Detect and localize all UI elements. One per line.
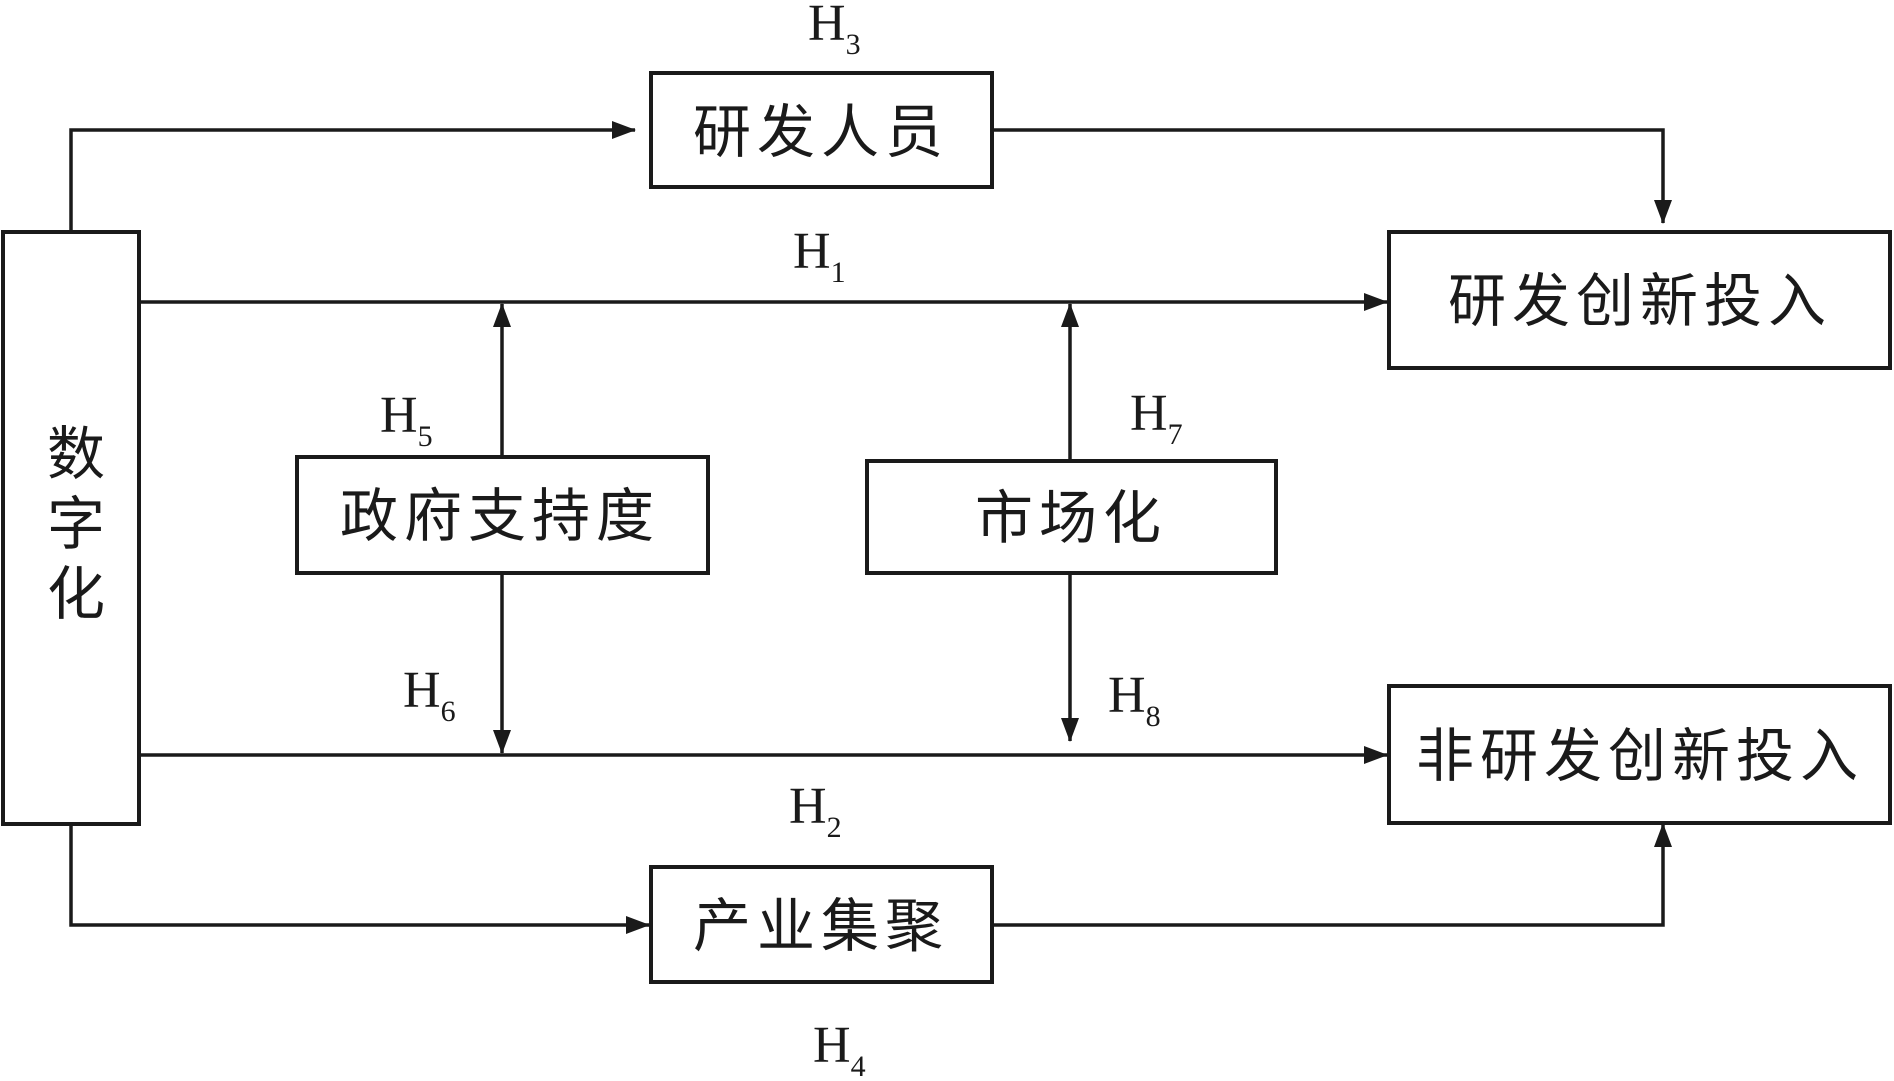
connectors <box>69 121 1672 934</box>
arrow-rd-personnel-to-rd-input <box>993 128 1672 224</box>
digitalization-label: 数字化 <box>37 423 105 633</box>
hypothesis-h2-label: H2 <box>789 778 842 844</box>
hypothesis-h4-label: H4 <box>813 1017 866 1081</box>
hypothesis-h1-label: H1 <box>793 223 846 289</box>
non-rd-innovation-input-node: 非研发创新投入 <box>1387 684 1892 825</box>
hypothesis-h7-label: H7 <box>1130 385 1183 451</box>
arrow-digital-to-rd-personnel <box>69 121 636 232</box>
marketization-node: 市场化 <box>865 459 1278 575</box>
hypothesis-h8-label: H8 <box>1108 667 1161 733</box>
non-rd-innovation-input-label: 非研发创新投入 <box>1416 722 1864 790</box>
arrow-agglomeration-to-non-rd-input <box>993 823 1672 927</box>
government-support-label: 政府支持度 <box>340 482 660 550</box>
hypothesis-h6-label: H6 <box>403 662 456 728</box>
rd-innovation-input-label: 研发创新投入 <box>1448 267 1832 335</box>
industrial-agglomeration-node: 产业集聚 <box>649 865 994 984</box>
government-support-node: 政府支持度 <box>295 455 710 575</box>
hypothesis-h5-label: H5 <box>380 387 433 453</box>
rd-innovation-input-node: 研发创新投入 <box>1387 230 1892 370</box>
marketization-label: 市场化 <box>975 484 1167 552</box>
rd-personnel-node: 研发人员 <box>649 71 994 189</box>
digitalization-node: 数字化 <box>1 230 141 826</box>
hypothesis-h3-label: H3 <box>808 0 861 61</box>
rd-personnel-label: 研发人员 <box>693 98 949 166</box>
arrow-digital-to-agglomeration <box>69 826 650 934</box>
industrial-agglomeration-label: 产业集聚 <box>693 892 949 960</box>
